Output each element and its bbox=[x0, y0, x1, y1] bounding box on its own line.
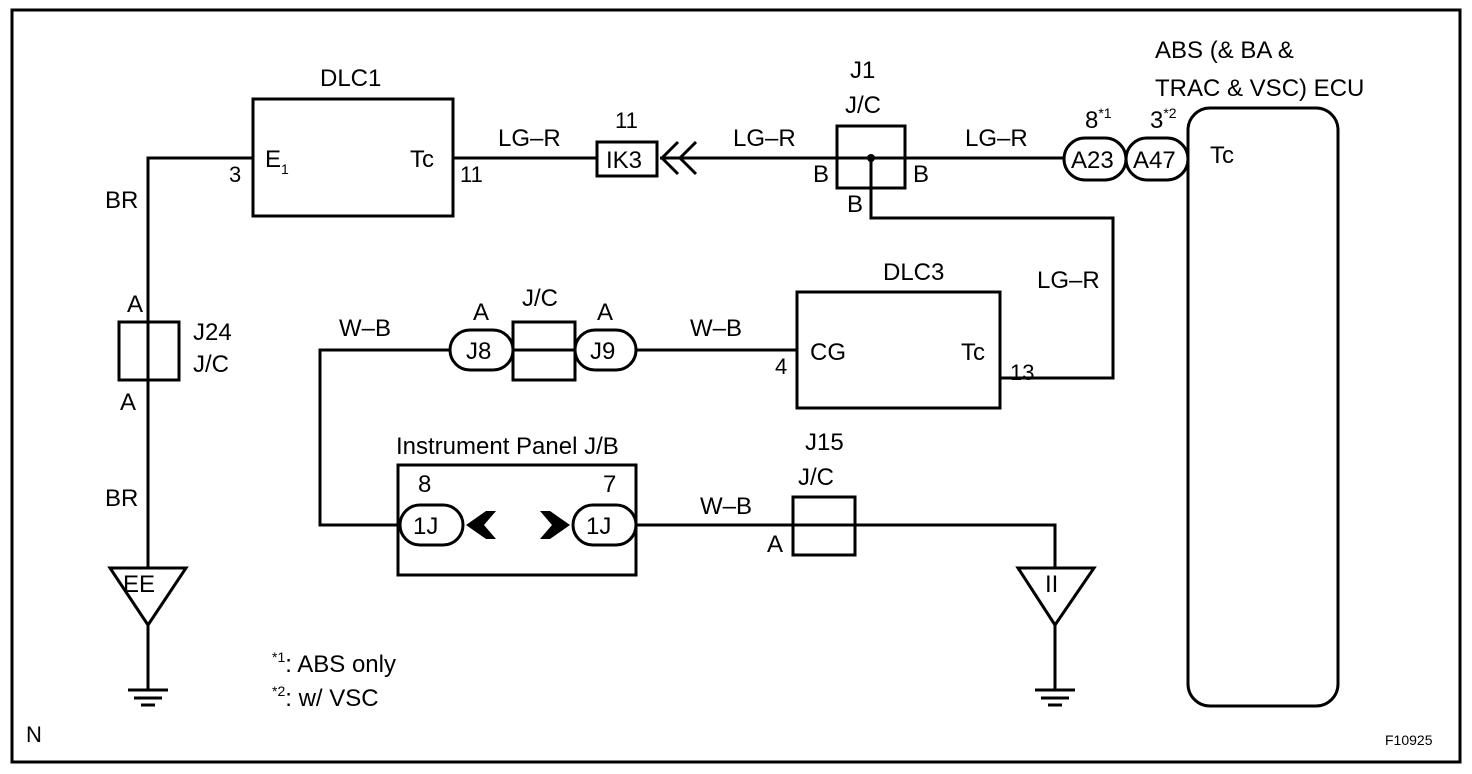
dlc3-pin-tc: Tc bbox=[961, 339, 985, 366]
ipjb-right-label: 1J bbox=[586, 513, 611, 540]
a23-label: A23 bbox=[1071, 147, 1114, 174]
ik3-arrow-1-icon bbox=[659, 140, 680, 176]
dlc3-pin-tc-number: 13 bbox=[1010, 360, 1034, 385]
wire-br-top bbox=[146, 156, 253, 322]
dlc1-pin-tc: Tc bbox=[410, 146, 434, 173]
wire-label-br-top: BR bbox=[105, 187, 138, 214]
ecu-title-line2: TRAC & VSC) ECU bbox=[1155, 75, 1364, 102]
j15-pin: A bbox=[767, 531, 783, 558]
corner-label: N bbox=[26, 722, 42, 747]
j24-pin-bottom: A bbox=[120, 389, 136, 416]
ecu-pin-tc: Tc bbox=[1210, 142, 1234, 169]
j1-pin-right: B bbox=[913, 161, 929, 188]
ipjb-left-connector bbox=[398, 503, 465, 547]
dlc3-title: DLC3 bbox=[883, 259, 944, 286]
j24-type: J/C bbox=[193, 351, 229, 378]
ecu-box bbox=[1186, 106, 1340, 708]
wire-label-wb-3: W–B bbox=[700, 493, 752, 520]
j1-pin-bottom: B bbox=[847, 191, 863, 218]
j9-connector bbox=[573, 328, 638, 372]
wire-label-br-bottom: BR bbox=[105, 485, 138, 512]
j1-title: J1 bbox=[850, 57, 875, 84]
dlc1-pin-e1-number: 3 bbox=[229, 162, 241, 187]
figure-id: F10925 bbox=[1385, 732, 1433, 748]
a47-pin-number: 3*2 bbox=[1150, 105, 1177, 134]
a23-pin-number: 8*1 bbox=[1085, 105, 1112, 134]
wire-wb-ipjb-ii bbox=[636, 523, 1057, 568]
j8-connector bbox=[448, 328, 515, 372]
dlc1-pin-e1: E1 bbox=[265, 146, 289, 177]
j15-title: J15 bbox=[805, 429, 844, 456]
ground-ii-label: II bbox=[1045, 571, 1058, 598]
jc-mid-pin-right: A bbox=[597, 299, 613, 326]
ik3-label: IK3 bbox=[606, 147, 642, 174]
j24-title: J24 bbox=[193, 319, 232, 346]
wire-label-wb-1: W–B bbox=[339, 315, 391, 342]
dlc3-pin-cg-number: 4 bbox=[775, 354, 787, 379]
ground-ee-label: EE bbox=[123, 571, 155, 598]
ik3-pin-number: 11 bbox=[615, 108, 638, 133]
dlc1-title: DLC1 bbox=[320, 65, 381, 92]
ground-ee-symbol-icon bbox=[128, 688, 168, 707]
j1-type: J/C bbox=[845, 92, 881, 119]
wire-wb-j8-ipjb bbox=[318, 348, 450, 527]
ipjb-right-arrow-icon bbox=[540, 511, 570, 539]
ipjb-left-label: 1J bbox=[413, 513, 438, 540]
a47-label: A47 bbox=[1133, 147, 1176, 174]
ipjb-title: Instrument Panel J/B bbox=[396, 433, 619, 460]
ecu-title-line1: ABS (& BA & bbox=[1155, 37, 1294, 64]
footnote-2: *2: w/ VSC bbox=[272, 683, 379, 712]
j1-splice-dot bbox=[867, 154, 875, 162]
ik3-arrow-2-icon bbox=[677, 140, 698, 176]
j1-pin-left: B bbox=[813, 161, 829, 188]
ipjb-right-connector bbox=[571, 503, 638, 547]
ground-ee-triangle bbox=[107, 566, 189, 628]
ground-ii-symbol-icon bbox=[1035, 688, 1075, 707]
dlc3-box bbox=[795, 290, 1002, 410]
wire-label-wb-2: W–B bbox=[690, 315, 742, 342]
ground-ii-triangle bbox=[1015, 566, 1097, 628]
dlc1-box bbox=[251, 97, 455, 218]
j8-label: J8 bbox=[466, 338, 491, 365]
j24-pin-top: A bbox=[127, 291, 143, 318]
jc-mid-type: J/C bbox=[522, 285, 558, 312]
wire-lgr-j1-dlc3 bbox=[869, 158, 1115, 380]
wire-label-lgr-3: LG–R bbox=[965, 125, 1028, 152]
wires bbox=[146, 156, 1190, 690]
ipjb-right-pin-number: 7 bbox=[603, 471, 616, 498]
j9-label: J9 bbox=[590, 338, 615, 365]
dlc1-pin-tc-number: 11 bbox=[460, 162, 483, 187]
wire-label-lgr-2: LG–R bbox=[733, 125, 796, 152]
jc-mid-pin-left: A bbox=[473, 299, 489, 326]
ipjb-left-arrow-icon bbox=[466, 511, 496, 539]
j15-type: J/C bbox=[798, 464, 834, 491]
ik3-box bbox=[595, 140, 659, 178]
wire-label-lgr-4: LG–R bbox=[1037, 267, 1100, 294]
ipjb-left-pin-number: 8 bbox=[418, 471, 431, 498]
wire-label-lgr-1: LG–R bbox=[498, 125, 561, 152]
dlc3-pin-cg: CG bbox=[810, 339, 846, 366]
diagram-frame bbox=[10, 8, 1462, 764]
footnote-1: *1: ABS only bbox=[272, 649, 396, 678]
